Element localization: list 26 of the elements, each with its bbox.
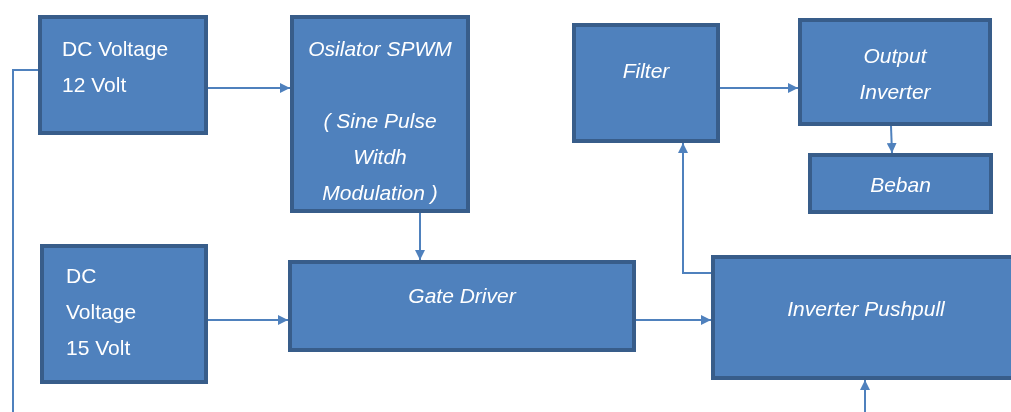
process-box xyxy=(711,255,1011,380)
arrow xyxy=(860,379,870,412)
arrow xyxy=(207,83,291,93)
arrow xyxy=(635,315,712,325)
box-label: DC Voltage 12 Volt xyxy=(62,36,170,98)
arrow xyxy=(719,83,799,93)
arrow xyxy=(207,315,289,325)
process-box xyxy=(798,18,992,126)
arrow xyxy=(678,142,712,274)
box-label: Beban xyxy=(869,172,932,198)
box-label: Filter xyxy=(621,58,671,84)
process-box xyxy=(288,260,636,352)
box-label: Output Inverter xyxy=(858,43,932,105)
process-box xyxy=(808,153,993,214)
process-box xyxy=(572,23,720,143)
connector-line xyxy=(12,69,39,412)
arrow xyxy=(886,125,897,154)
box-label: Osilator SPWM xyxy=(307,36,453,62)
process-box xyxy=(40,244,208,384)
box-label: Inverter Pushpull xyxy=(786,296,946,322)
process-box xyxy=(38,15,208,135)
arrow xyxy=(415,212,425,261)
box-label: DC Voltage 15 Volt xyxy=(66,263,138,361)
process-box xyxy=(290,15,470,213)
box-label: Gate Driver xyxy=(407,283,518,309)
box-label: ( Sine Pulse Witdh Modulation ) xyxy=(321,108,439,206)
